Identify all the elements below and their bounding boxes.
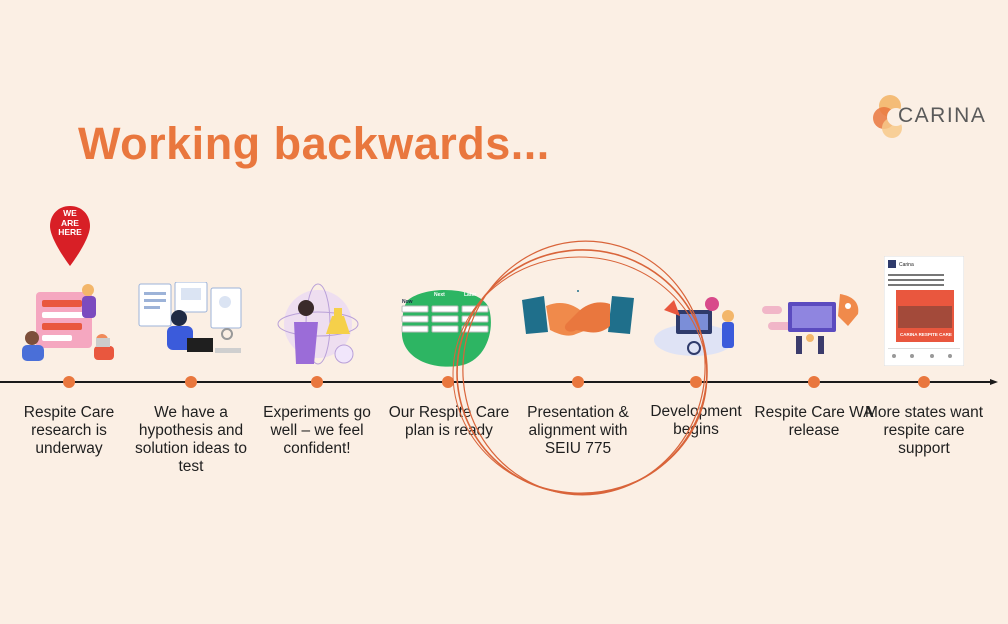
step-label-4: Our Respite Care plan is ready — [388, 404, 510, 439]
social-post-illustration: Carina CARINA RESPITE CARE — [884, 256, 964, 366]
timeline-dot-3 — [311, 376, 323, 388]
logo-text: CARINA — [898, 104, 987, 127]
step-label-6: Development begins — [650, 403, 742, 438]
page-title: Working backwards... — [78, 118, 550, 169]
we-are-here-pin-icon — [50, 206, 90, 266]
step-label-5: Presentation & alignment with SEIU 775 — [527, 404, 629, 457]
handshake-illustration — [522, 290, 634, 336]
timeline-dots — [63, 376, 930, 388]
step-label-3: Experiments go well – we feel confident! — [263, 404, 371, 457]
step-label-7: Respite Care WA release — [754, 404, 874, 439]
release-illustration — [762, 294, 859, 354]
research-illustration — [22, 284, 114, 361]
post-header: Carina — [899, 262, 914, 268]
pin-line-3: HERE — [58, 227, 82, 237]
timeline-dot-7 — [808, 376, 820, 388]
we-are-here-label: WE ARE HERE — [48, 208, 92, 238]
timeline-dot-6 — [690, 376, 702, 388]
timeline-dot-2 — [185, 376, 197, 388]
timeline-dot-1 — [63, 376, 75, 388]
timeline-dot-5 — [572, 376, 584, 388]
step-label-8: More states want respite care support — [864, 404, 984, 457]
hypothesis-illustration — [138, 282, 242, 353]
plan-col-later: Later — [464, 292, 476, 298]
plan-board-illustration: Now Next Later — [401, 289, 491, 367]
plan-col-next: Next — [434, 292, 445, 298]
step-label-1: Respite Care research is underway — [23, 404, 115, 457]
experiment-illustration — [277, 283, 359, 365]
development-illustration — [654, 297, 734, 356]
pin-line-2: ARE — [61, 217, 79, 228]
timeline-dot-8 — [918, 376, 930, 388]
pin-line-1: WE — [63, 208, 77, 218]
carina-logo — [873, 95, 905, 138]
timeline-dot-4 — [442, 376, 454, 388]
plan-col-now: Now — [402, 299, 413, 305]
step-label-2: We have a hypothesis and solution ideas … — [134, 404, 248, 475]
post-banner: CARINA RESPITE CARE — [900, 332, 952, 337]
